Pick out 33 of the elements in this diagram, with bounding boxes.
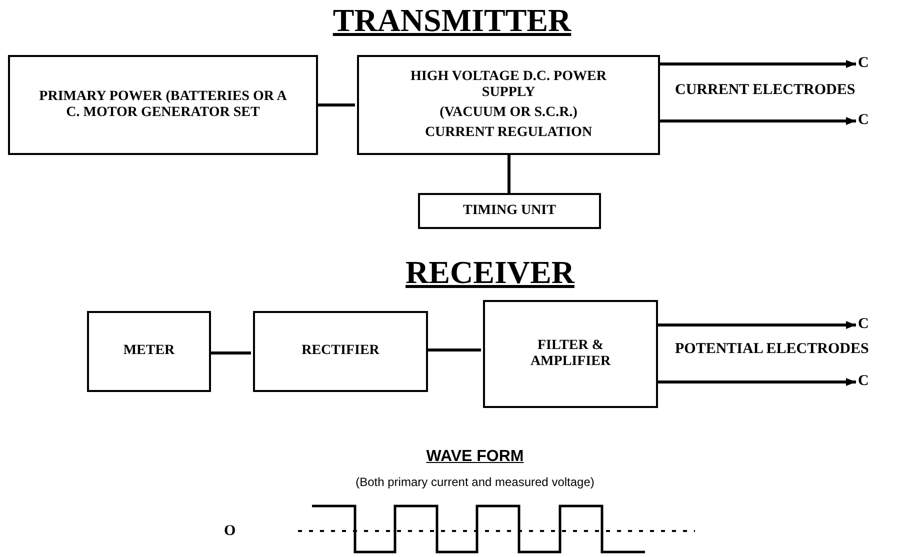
electrode-terminal-label: C [858, 55, 874, 73]
electrode-terminal-label: C [858, 316, 874, 334]
arrow [660, 117, 856, 125]
connector-line [508, 155, 510, 193]
section-heading: RECEIVER [406, 254, 574, 290]
block-text: (VACUUM OR S.C.R.) [440, 105, 578, 122]
block-box [87, 311, 211, 392]
connector-line [428, 348, 481, 352]
connector-line [318, 104, 355, 106]
block-box [483, 300, 658, 408]
block-text: PRIMARY POWER (BATTERIES OR A C. MOTOR GENERATOR SET [38, 88, 288, 122]
connector-line [211, 352, 251, 354]
section-heading: TRANSMITTER [332, 2, 572, 38]
electrode-label: CURRENT ELECTRODES [675, 82, 856, 98]
arrow [660, 60, 856, 68]
electrode-terminal-label: C [858, 373, 874, 391]
block-text: METER [123, 343, 175, 360]
block-box [253, 311, 428, 392]
arrow [658, 378, 856, 386]
block-text: RECTIFIER [302, 343, 380, 360]
block-box [418, 193, 601, 229]
block-text: HIGH VOLTAGE D.C. POWER SUPPLY [410, 68, 608, 101]
block-box [8, 55, 318, 155]
electrode-label: POTENTIAL ELECTRODES [675, 341, 869, 357]
waveform-caption: (Both primary current and measured voltage) [356, 475, 594, 489]
block-box [357, 55, 660, 155]
arrow [658, 321, 856, 329]
waveform-heading: WAVE FORM [426, 448, 524, 465]
zero-level-label: O [224, 523, 236, 539]
block-text: CURRENT REGULATION [424, 125, 592, 142]
block-text: TIMING UNIT [463, 202, 556, 220]
electrode-terminal-label: C [858, 112, 874, 130]
block-text: FILTER & AMPLIFIER [529, 338, 612, 370]
